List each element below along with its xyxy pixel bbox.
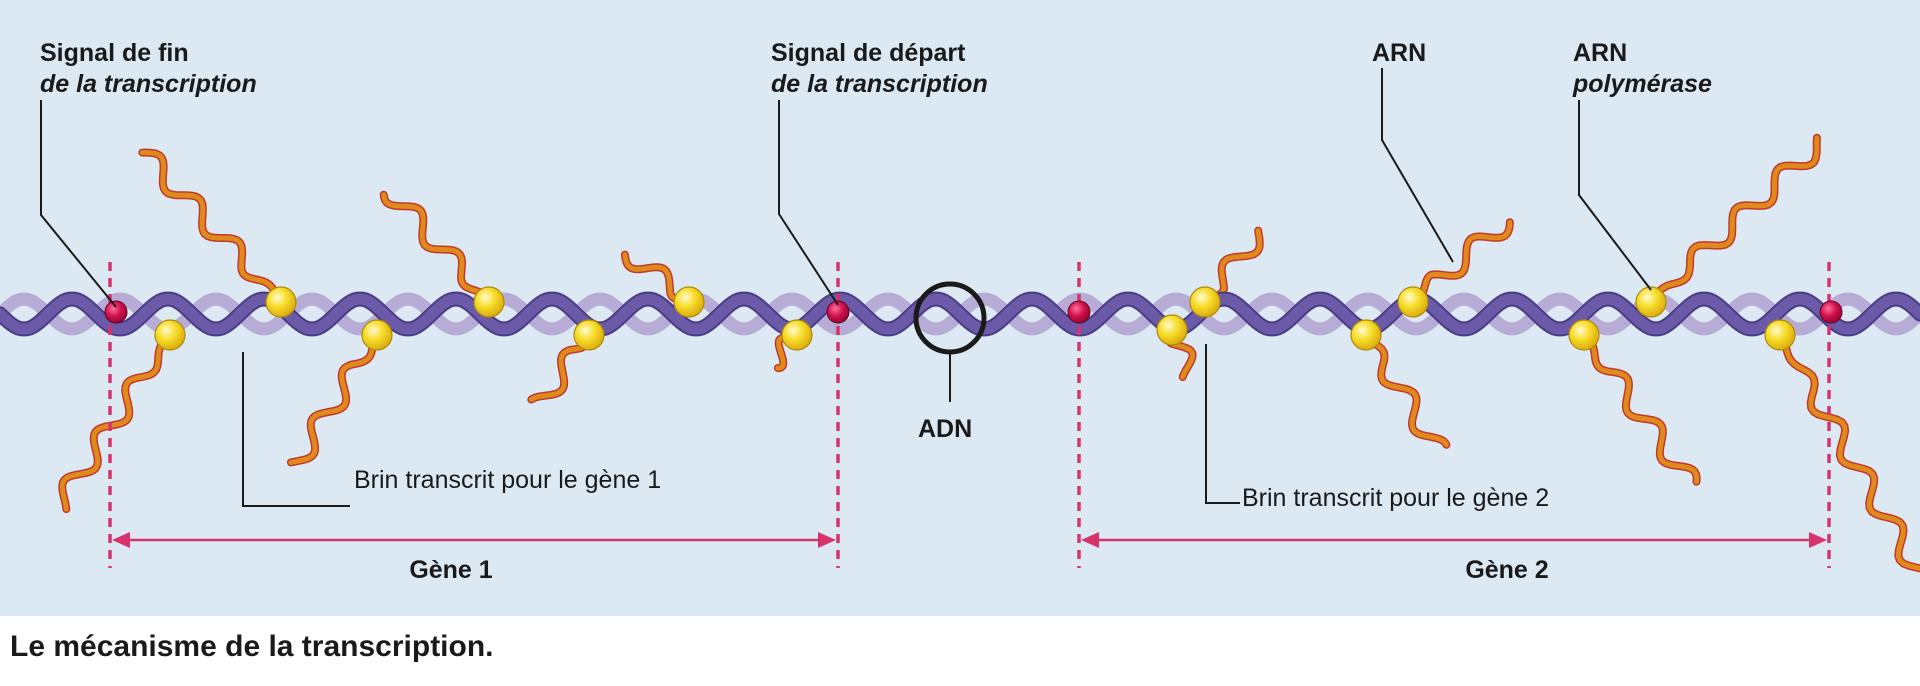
start-signal-label-line1: Signal de départ	[771, 39, 966, 67]
strand-gene2-label: Brin transcrit pour le gène 2	[1242, 484, 1550, 512]
strand-gene1-label: Brin transcrit pour le gène 1	[354, 466, 662, 494]
rna-strand	[288, 332, 380, 465]
start-signal-label: Signal de départ de la transcription	[771, 38, 988, 100]
leader-lines	[40, 68, 1652, 507]
rna-polymerase	[1350, 319, 1382, 351]
rna-strand	[1410, 219, 1513, 305]
gene1-label: Gène 1	[409, 556, 493, 584]
leader-start-signal	[778, 100, 839, 306]
rna-label-text: ARN	[1372, 39, 1427, 67]
transcription-signal-dot	[826, 300, 850, 324]
polymerase-label: ARN polymérase	[1573, 38, 1712, 100]
gene1-span-arrow-head-left	[112, 532, 130, 548]
rna-strand	[1581, 332, 1700, 485]
rna-polymerase	[673, 286, 705, 318]
rna-polymerase	[1635, 286, 1667, 318]
rna-strand-outline	[1580, 331, 1701, 486]
rna-polymerase	[1397, 286, 1429, 318]
gene2-span-arrow-head-right	[1809, 532, 1827, 548]
rna-label: ARN	[1372, 38, 1426, 69]
rna-polymerase	[154, 319, 186, 351]
rna-strand-outline	[1409, 218, 1514, 306]
end-signal-label: Signal de fin de la transcription	[40, 38, 257, 100]
polymerase-label-line2: polymérase	[1573, 70, 1712, 98]
rna-strand	[1363, 332, 1449, 448]
leader-end-signal	[40, 100, 117, 308]
leader-strand-gene1	[242, 352, 350, 507]
leader-polymerase	[1578, 100, 1652, 291]
rna-polymerase	[573, 319, 605, 351]
rna-polymerase	[1764, 319, 1796, 351]
diagram-canvas	[0, 68, 1920, 573]
dna-label: ADN	[918, 414, 972, 445]
transcription-signal-dot	[1067, 300, 1091, 324]
figure-caption: Le mécanisme de la transcription.	[10, 630, 494, 663]
gene1-span-arrow-head-right	[818, 532, 836, 548]
rna-polymerase	[1189, 286, 1221, 318]
transcription-signal-dot	[1819, 300, 1843, 324]
dna-front-strand	[0, 291, 1920, 337]
rna-polymerase	[781, 319, 813, 351]
rna-polymerase	[265, 286, 297, 318]
gene2-span-arrow-head-left	[1081, 532, 1099, 548]
rna-polymerase	[473, 286, 505, 318]
dna-strand-dark	[0, 293, 1920, 335]
rna-polymerase	[361, 319, 393, 351]
rna-polymerase	[1156, 314, 1188, 346]
transcription-signal-dot	[104, 300, 128, 324]
rna-strand-outline	[286, 331, 381, 467]
rna-polymerase	[1568, 319, 1600, 351]
leader-rna	[1381, 68, 1454, 263]
dna-label-text: ADN	[918, 415, 973, 443]
gene2-label: Gène 2	[1465, 556, 1549, 584]
polymerase-molecules	[154, 286, 1796, 351]
rna-strand	[381, 192, 492, 305]
start-signal-label-line2: de la transcription	[771, 70, 988, 98]
rna-strand	[1777, 332, 1920, 572]
polymerase-label-line1: ARN	[1573, 39, 1628, 67]
leader-strand-gene2	[1205, 344, 1240, 504]
rna-strand	[59, 332, 173, 512]
end-signal-label-line1: Signal de fin	[40, 39, 189, 67]
signal-dots	[104, 300, 1843, 324]
end-signal-label-line2: de la transcription	[40, 70, 257, 98]
transcription-diagram: Signal de fin de la transcription Signal…	[0, 0, 1920, 616]
rna-strand	[1648, 135, 1820, 305]
rna-strand	[139, 150, 284, 305]
